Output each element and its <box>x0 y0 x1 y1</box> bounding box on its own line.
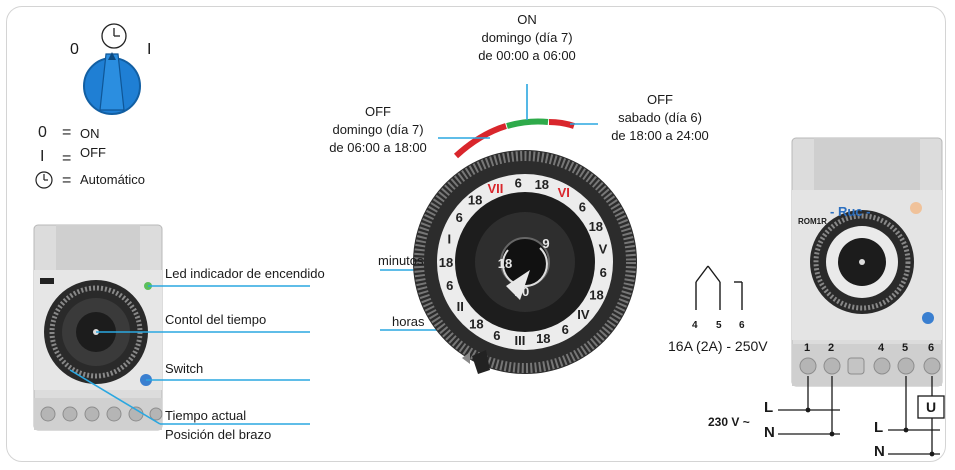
on-title: ON <box>517 12 537 27</box>
switch-mark-on: I <box>147 41 152 58</box>
dial-ring-label: 18 <box>535 177 549 192</box>
module-terminal-1: 1 <box>804 342 811 354</box>
supply-l: L <box>764 399 774 416</box>
dial-center-label: 18 <box>498 256 512 271</box>
callout-time-control: Contol del tiempo <box>165 312 267 327</box>
relay-terminal-4: 4 <box>692 320 698 331</box>
label-horas: horas <box>392 314 425 329</box>
label-minutos: minutos <box>378 253 424 268</box>
legend-label-auto: Automático <box>80 172 146 187</box>
legend-clock-icon <box>35 171 53 189</box>
legend-eq-0: = <box>62 124 72 141</box>
on-arc <box>506 118 549 129</box>
on-line2: de 00:00 a 06:00 <box>478 48 576 63</box>
dial-center-label: 20 <box>515 284 529 299</box>
relay-terminal-5: 5 <box>716 320 722 331</box>
dial-ring-label: 6 <box>515 175 522 190</box>
off-left-line2: de 06:00 a 18:00 <box>329 140 427 155</box>
off-left-line1: domingo (día 7) <box>332 122 424 137</box>
dial-ring-label: VII <box>487 181 503 196</box>
off-right-arc <box>548 119 575 129</box>
dial-ring-label: I <box>447 232 451 247</box>
dial-ring-label: 18 <box>536 331 550 346</box>
load-n: N <box>874 443 885 460</box>
module-dial-icon <box>810 210 914 314</box>
relay-contact-icon <box>695 265 743 310</box>
switch-mark-off: 0 <box>70 41 79 58</box>
device-callout-lines <box>69 285 310 425</box>
module-terminal-2: 2 <box>828 342 835 354</box>
dial-center-label: 9 <box>542 236 549 251</box>
dial-ring-label: 18 <box>589 288 603 303</box>
module-terminal-4: 4 <box>878 342 885 354</box>
supply-n: N <box>764 424 775 441</box>
dial-ring-label: 18 <box>469 316 483 331</box>
on-line1: domingo (día 7) <box>481 30 573 45</box>
dial-ring-label: III <box>514 333 525 348</box>
load-symbol: U <box>926 399 937 415</box>
dial-ring-label: 6 <box>493 328 500 343</box>
load-l: L <box>874 419 884 436</box>
module-brand: - Ruc - <box>830 204 871 219</box>
dial-ring-label: IV <box>577 307 590 322</box>
relay-rating: 16A (2A) - 250V <box>668 338 768 354</box>
dial-ring-label: 6 <box>456 210 463 225</box>
off-left-title: OFF <box>365 104 391 119</box>
legend-label-on: ON <box>80 126 100 141</box>
dial-ring-label: V <box>599 241 608 256</box>
dial-ring-label: 6 <box>579 200 586 215</box>
module-switch-icon <box>922 312 934 324</box>
legend-symbol-1: I <box>40 148 45 165</box>
callout-current-time: Tiempo actual <box>165 408 247 423</box>
module-model: ROM1R <box>798 217 827 226</box>
supply-voltage: 230 V ~ <box>708 415 750 429</box>
dial-icon <box>413 150 637 374</box>
dial-ring-label: II <box>457 299 464 314</box>
callout-switch: Switch <box>165 361 204 376</box>
dial-ring-label: 6 <box>600 265 607 280</box>
legend-eq-2: = <box>62 172 72 189</box>
off-right-line1: sabado (día 6) <box>618 110 702 125</box>
legend-symbol-0: 0 <box>38 124 47 141</box>
legend-label-off: OFF <box>80 145 106 160</box>
callout-arm-position: Posición del brazo <box>165 427 272 442</box>
clock-icon <box>101 23 127 49</box>
off-right-line2: de 18:00 a 24:00 <box>611 128 709 143</box>
wiring-lines <box>778 376 945 455</box>
legend-eq-1: = <box>62 150 72 167</box>
dial-ring-label: 18 <box>589 219 603 234</box>
callout-led: Led indicador de encendido <box>165 266 325 281</box>
off-right-title: OFF <box>647 92 673 107</box>
dial-ring-label: VI <box>558 185 570 200</box>
dial-ring-label: 6 <box>446 278 453 293</box>
module-terminal-5: 5 <box>902 342 909 354</box>
dial-ring-label: 6 <box>562 322 569 337</box>
module-terminal-6: 6 <box>928 342 935 354</box>
dial-ring-label: 18 <box>468 193 482 208</box>
relay-terminal-6: 6 <box>739 320 745 331</box>
dial-ring-label: 18 <box>439 255 453 270</box>
knob-icon <box>83 52 141 115</box>
